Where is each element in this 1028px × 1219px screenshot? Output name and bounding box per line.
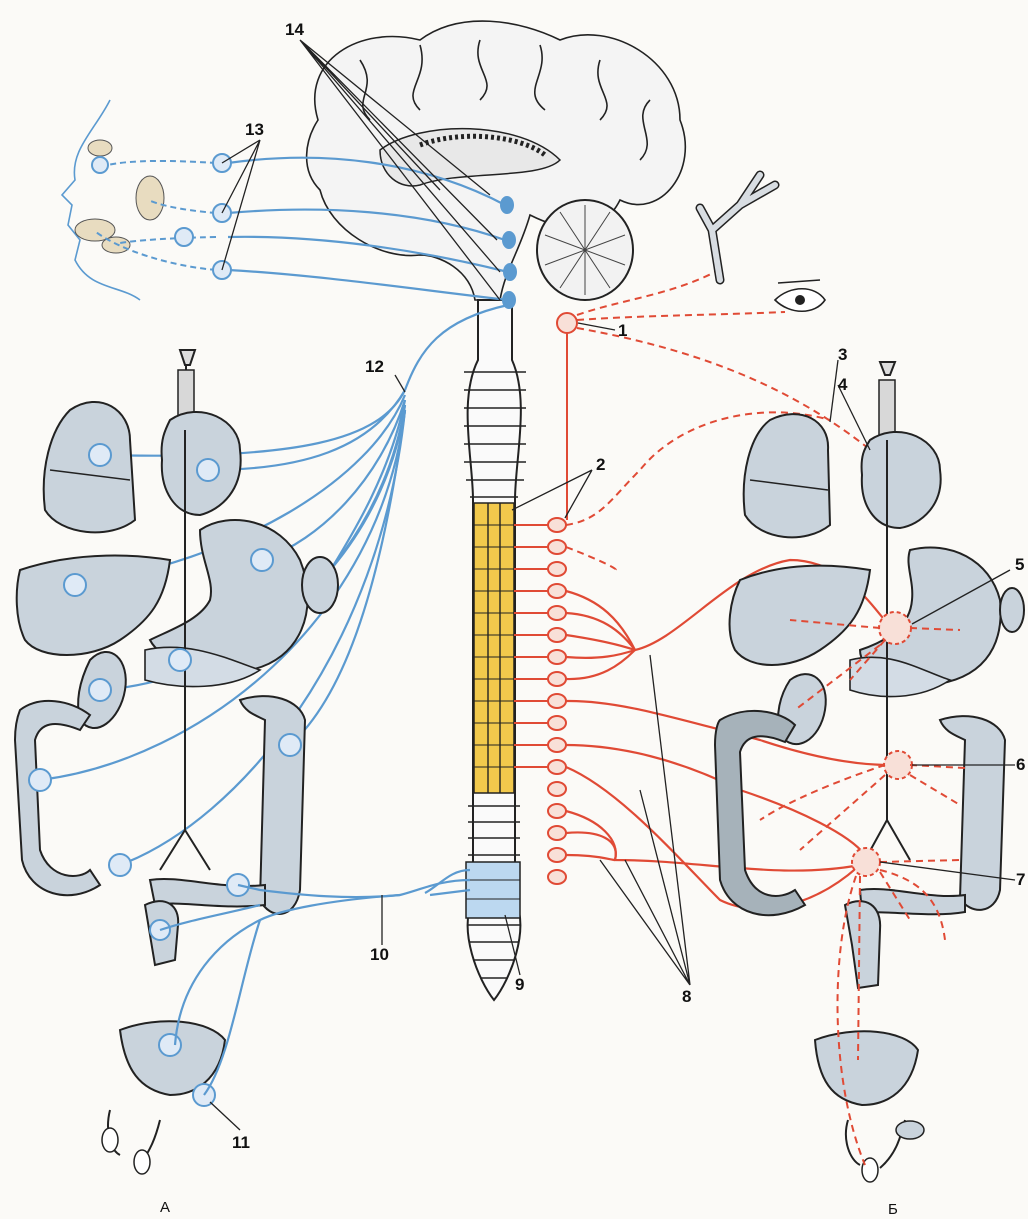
organs-right xyxy=(700,175,1024,1182)
label-11: 11 xyxy=(232,1133,250,1152)
rectum-right xyxy=(845,901,880,988)
bladder-right xyxy=(815,1031,924,1182)
label-13: 13 xyxy=(245,120,264,139)
label-1: 1 xyxy=(618,321,627,340)
cerebellum xyxy=(537,200,633,300)
eye-icon xyxy=(775,280,825,311)
label-3: 3 xyxy=(838,345,847,364)
section-label-b: Б xyxy=(888,1201,898,1218)
heart-right xyxy=(862,432,941,528)
sacral-segment xyxy=(466,862,520,918)
label-8: 8 xyxy=(682,987,691,1006)
organs-left xyxy=(15,350,338,1174)
label-10: 10 xyxy=(370,945,389,964)
label-9: 9 xyxy=(515,975,524,994)
large-intestine-left xyxy=(15,696,305,914)
trachea-right xyxy=(879,362,895,440)
label-14: 14 xyxy=(285,20,304,39)
lung-left xyxy=(44,402,135,532)
liver-left xyxy=(17,556,170,655)
sympathetic-trunk xyxy=(514,518,566,884)
thoracolumbar-segment xyxy=(474,503,514,793)
label-6: 6 xyxy=(1016,755,1025,774)
large-intestine-right xyxy=(715,711,1005,915)
label-2: 2 xyxy=(596,455,605,474)
blood-vessel-icon xyxy=(700,175,775,280)
label-5: 5 xyxy=(1015,555,1024,574)
spleen-left xyxy=(302,557,338,613)
section-label-a: А xyxy=(160,1199,170,1216)
superior-cervical-ganglion xyxy=(557,272,905,520)
label-4: 4 xyxy=(838,375,848,394)
liver-right xyxy=(730,566,870,665)
lung-right xyxy=(744,414,830,537)
face-outline xyxy=(62,100,164,300)
label-7: 7 xyxy=(1016,870,1025,889)
label-12: 12 xyxy=(365,357,384,376)
